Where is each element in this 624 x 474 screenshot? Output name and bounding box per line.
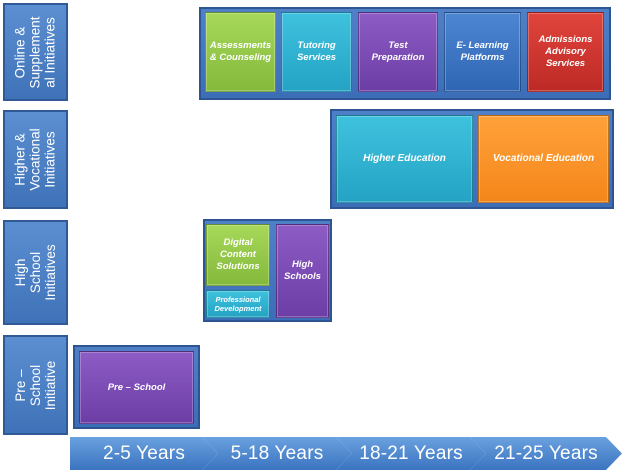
- timeline-21-25-years: 21-25 Years: [470, 437, 622, 470]
- timeline-18-21-years: 18-21 Years: [336, 437, 486, 470]
- digital-content-box: Digital Content Solutions: [206, 224, 270, 286]
- vocational-education-box: Vocational Education: [478, 115, 609, 203]
- tutoring-services-box: Tutoring Services: [281, 12, 352, 92]
- row-label-online-text: Online & Supplement al Initiatives: [13, 15, 59, 89]
- pre-school-box: Pre – School: [79, 351, 194, 424]
- timeline-5-18-years: 5-18 Years: [202, 437, 352, 470]
- row-label-higher-text: Higher & Vocational Initiatives: [13, 128, 59, 191]
- row-label-pre-school-text: Pre –School Initiative: [13, 360, 58, 410]
- timeline-2-5-years: 2-5 Years: [70, 437, 218, 470]
- assessments-counseling-box: Assessments & Counseling: [205, 12, 276, 92]
- row-label-high-school-text: High School Initiatives: [13, 244, 58, 301]
- higher-education-box: Higher Education: [336, 115, 473, 203]
- row-label-higher: Higher & Vocational Initiatives: [3, 110, 68, 209]
- test-preparation-box: Test Preparation: [358, 12, 438, 92]
- elearning-platforms-box: E- Learning Platforms: [444, 12, 521, 92]
- row-label-pre-school: Pre –School Initiative: [3, 335, 68, 435]
- high-schools-box: High Schools: [276, 224, 329, 318]
- row-label-online: Online & Supplement al Initiatives: [3, 3, 68, 101]
- admissions-advisory-box: Admissions Advisory Services: [527, 12, 604, 92]
- professional-development-box: Professional Development: [206, 290, 270, 318]
- row-label-high-school: High School Initiatives: [3, 220, 68, 325]
